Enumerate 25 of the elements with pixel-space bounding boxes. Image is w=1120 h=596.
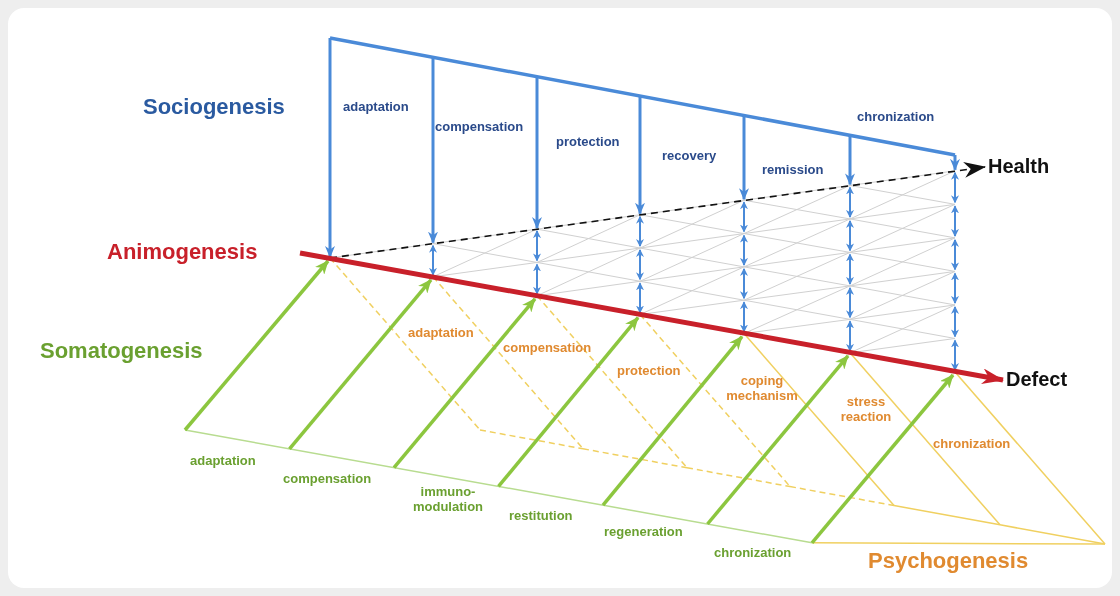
stage-label: stress reaction xyxy=(839,395,893,425)
outcome-label: Health xyxy=(988,155,1050,178)
stage-label: regeneration xyxy=(604,525,683,540)
stage-label: remission xyxy=(762,163,824,178)
level-title: Sociogenesis xyxy=(143,94,285,120)
stage-label: compensation xyxy=(435,120,524,135)
level-title: Psychogenesis xyxy=(868,548,1029,574)
stage-label: recovery xyxy=(662,149,717,164)
stage-label: compensation xyxy=(283,472,372,487)
outcome-label: Defect xyxy=(1006,368,1068,391)
stage-label: protection xyxy=(556,135,620,150)
stage-label: immuno- modulation xyxy=(411,485,484,515)
stage-label: compensation xyxy=(503,341,592,356)
stage-label: adaptation xyxy=(190,454,256,469)
arrow xyxy=(299,250,1004,385)
level-title: Somatogenesis xyxy=(40,338,203,364)
stage-label: adaptation xyxy=(408,326,474,341)
level-title: Animogenesis xyxy=(107,239,258,265)
stage-label: protection xyxy=(617,364,681,379)
stage-label: chronization xyxy=(933,437,1011,452)
stage-label: adaptation xyxy=(343,100,409,115)
stage-label: chronization xyxy=(857,110,935,125)
stage-label: chronization xyxy=(714,546,792,561)
stage-label: restitution xyxy=(509,509,573,524)
stage-label: coping mechanism xyxy=(725,374,799,404)
